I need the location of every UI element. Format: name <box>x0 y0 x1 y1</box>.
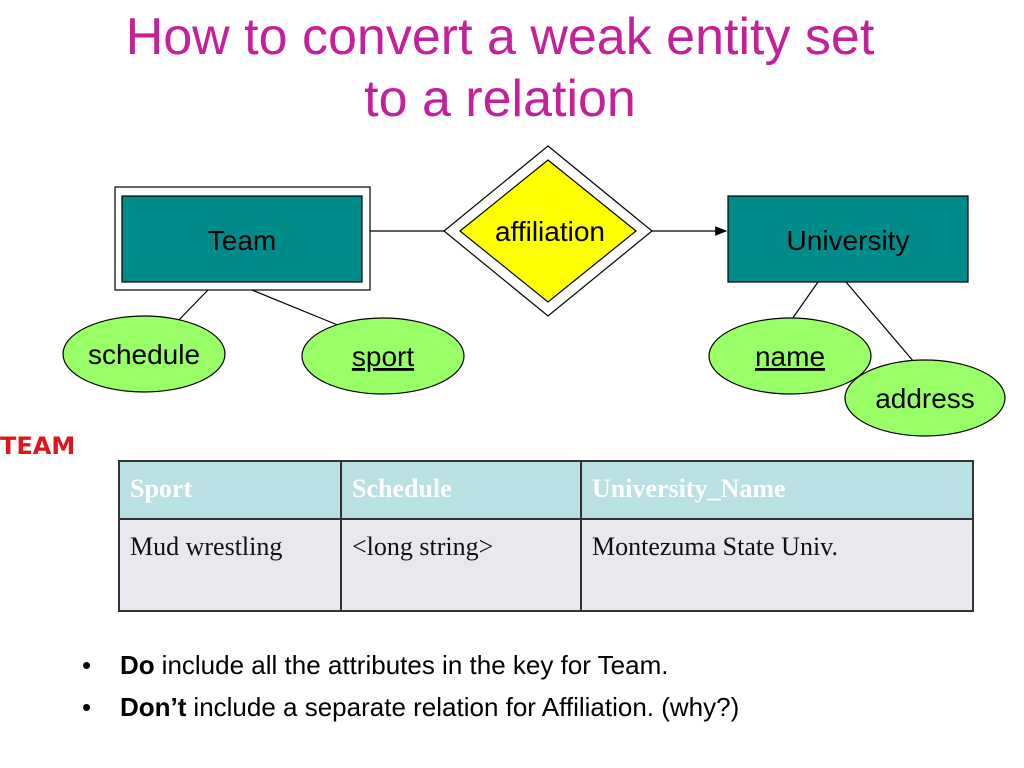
column-header-sport: Sport <box>118 460 342 520</box>
university-entity: University <box>727 195 969 283</box>
affiliation-label: affiliation <box>495 216 605 247</box>
team-sport-line <box>251 289 341 327</box>
university-address-line <box>845 281 915 363</box>
bullet-item: • Don’t include a separate relation for … <box>82 686 739 728</box>
team-schedule-line <box>174 289 209 325</box>
cell-schedule: <long string> <box>340 518 582 612</box>
cell-sport: Mud wrestling <box>118 518 342 612</box>
title-line-1: How to convert a weak entity set <box>125 8 875 66</box>
university-name-line <box>789 281 819 323</box>
affiliation-relationship: affiliation <box>443 145 653 317</box>
name-attribute-label: name <box>755 341 825 372</box>
bullet-bold-text: Do <box>120 650 155 680</box>
team-entity-label: Team <box>208 225 276 256</box>
schedule-attribute-label: schedule <box>88 339 200 370</box>
team-entity: Team <box>114 186 371 291</box>
address-attribute: address <box>844 359 1006 437</box>
bullet-bold-text: Don’t <box>120 692 187 722</box>
bullet-item: • Do include all the attributes in the k… <box>82 644 739 686</box>
bullet-text: include all the attributes in the key fo… <box>161 650 669 680</box>
er-diagram: Team affiliation University schedule spo… <box>62 145 1006 437</box>
sport-attribute: sport <box>301 317 465 395</box>
bullet-list: • Do include all the attributes in the k… <box>82 644 739 728</box>
title-line-2: to a relation <box>364 70 636 128</box>
table-row: Mud wrestling <long string> Montezuma St… <box>118 518 974 612</box>
column-header-university-name: University_Name <box>580 460 974 520</box>
university-entity-label: University <box>787 225 910 256</box>
sport-attribute-label: sport <box>352 341 414 372</box>
column-header-schedule: Schedule <box>340 460 582 520</box>
cell-university-name: Montezuma State Univ. <box>580 518 974 612</box>
team-relation-table: Sport Schedule University_Name Mud wrest… <box>118 460 974 612</box>
schedule-attribute: schedule <box>62 315 226 393</box>
name-attribute: name <box>708 317 872 395</box>
bullet-dot: • <box>82 692 92 722</box>
bullet-dot: • <box>82 650 92 680</box>
relation-name-label: TEAM <box>0 432 76 460</box>
address-attribute-label: address <box>875 383 975 414</box>
slide-title: How to convert a weak entity set to a re… <box>0 6 1000 130</box>
bullet-text: include a separate relation for Affiliat… <box>193 692 740 722</box>
table-header-row: Sport Schedule University_Name <box>118 460 974 520</box>
